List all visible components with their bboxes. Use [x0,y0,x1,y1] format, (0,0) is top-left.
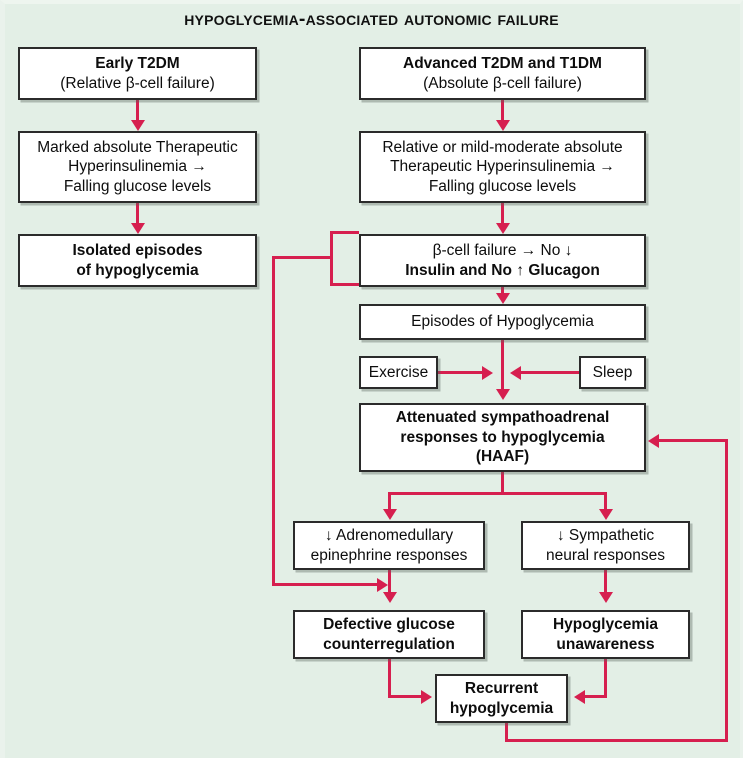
node-defective-counterregulation-line2: counterregulation [323,635,455,653]
recurrent-feedback-down [505,723,508,742]
node-early-t2dm[interactable]: Early T2DM (Relative β-cell failure) [18,47,257,100]
node-sympathetic-line2: neural responses [546,546,665,564]
arrowhead-unawareness-to-recurrent [574,689,585,704]
node-haaf[interactable]: Attenuated sympathoadrenal responses to … [359,403,646,472]
arrowhead-defective-to-recurrent [421,689,432,704]
page-title: Hypoglycemia-Associated Autonomic Failur… [184,8,559,30]
node-relative-hyperinsulinemia[interactable]: Relative or mild-moderate absolute Thera… [359,131,646,203]
node-adrenomedullary-responses[interactable]: ↓ Adrenomedullary epinephrine responses [293,521,485,570]
haaf-split-right-drop [604,492,607,512]
node-marked-hyperinsulinemia-line1: Marked absolute Therapeutic [37,138,238,156]
left-feedback-horizontal [272,583,380,586]
node-sleep-label: Sleep [592,363,633,381]
node-relative-hyperinsulinemia-line2: Therapeutic Hyperinsulinemia → [390,158,615,176]
node-sympathetic-responses[interactable]: ↓ Sympathetic neural responses [521,521,690,570]
node-marked-hyperinsulinemia[interactable]: Marked absolute Therapeutic Hyperinsulin… [18,131,257,203]
connector-relative-to-betacell [501,203,504,226]
node-isolated-episodes-line1: Isolated episodes [72,241,203,259]
arrowhead-relative-to-betacell [495,223,510,234]
connector-defective-to-recurrent-vertical [388,659,391,698]
connector-episodes-to-haaf [501,340,504,392]
node-recurrent-hypoglycemia-line2: hypoglycemia [449,699,554,717]
node-defective-counterregulation[interactable]: Defective glucose counterregulation [293,610,485,659]
node-advanced-t2dm-t1dm-line1: Advanced T2DM and T1DM [403,54,602,72]
bracket-top-stub [330,231,359,234]
arrowhead-feedback-into-haaf [648,433,659,448]
connector-adrenomedullary-to-defective [388,570,391,593]
node-isolated-episodes[interactable]: Isolated episodes of hypoglycemia [18,234,257,287]
recurrent-feedback-bottom [505,739,728,742]
connector-early-to-marked [136,100,139,123]
node-episodes-of-hypoglycemia[interactable]: Episodes of Hypoglycemia [359,304,646,340]
arrowhead-betacell-to-episodes [495,293,510,304]
node-adrenomedullary-line2: epinephrine responses [310,546,468,564]
node-recurrent-hypoglycemia[interactable]: Recurrent hypoglycemia [435,674,568,723]
bracket-bottom-stub [330,283,359,286]
node-isolated-episodes-line2: of hypoglycemia [76,261,199,279]
node-sleep[interactable]: Sleep [579,356,646,389]
node-beta-cell-failure[interactable]: β-cell failure → No ↓ Insulin and No ↑ G… [359,234,646,287]
connector-advanced-to-relative [501,100,504,123]
node-haaf-line3: (HAAF) [475,448,530,466]
node-beta-cell-failure-line1: β-cell failure → No ↓ [432,241,573,259]
node-marked-hyperinsulinemia-line2: Hyperinsulinemia → [68,158,207,176]
node-episodes-of-hypoglycemia-line1: Episodes of Hypoglycemia [411,313,594,331]
node-early-t2dm-line1: Early T2DM [95,54,180,72]
node-hypoglycemia-unawareness[interactable]: Hypoglycemia unawareness [521,610,690,659]
node-recurrent-hypoglycemia-line1: Recurrent [464,679,539,697]
node-early-t2dm-line2: (Relative β-cell failure) [60,74,215,92]
arrowhead-haaf-to-adrenomedullary [382,509,397,520]
connector-marked-to-isolated [136,203,139,226]
arrowhead-adrenomedullary-to-defective [382,592,397,603]
arrowhead-episodes-to-haaf [495,389,510,400]
arrowhead-sympathetic-to-unawareness [598,592,613,603]
arrowhead-marked-to-isolated [130,223,145,234]
connector-unawareness-to-recurrent-horizontal [580,695,607,698]
node-sympathetic-line1: ↓ Sympathetic [556,526,655,544]
node-beta-cell-failure-line2: Insulin and No ↑ Glucagon [405,261,600,279]
connector-sleep-to-trunk [514,371,579,374]
arrowhead-exercise [482,365,493,380]
node-hypoglycemia-unawareness-line1: Hypoglycemia [552,615,659,633]
recurrent-feedback-right [725,439,728,739]
node-marked-hyperinsulinemia-line3: Falling glucose levels [63,177,212,195]
haaf-split-bar [388,492,607,495]
connector-unawareness-to-recurrent-vertical [604,659,607,698]
bracket-to-feedback-horizontal [272,256,332,259]
connector-exercise-to-trunk [438,371,490,374]
node-exercise-label: Exercise [368,363,429,381]
connector-defective-to-recurrent-horizontal [388,695,424,698]
node-haaf-line1: Attenuated sympathoadrenal [395,409,610,427]
connector-sympathetic-to-unawareness [604,570,607,593]
arrowhead-advanced-to-relative [495,120,510,131]
recurrent-feedback-into-haaf [657,439,728,442]
node-advanced-t2dm-t1dm-line2: (Absolute β-cell failure) [423,74,582,92]
arrowhead-sleep [510,365,521,380]
haaf-split-left-drop [388,492,391,512]
left-feedback-vertical [272,256,275,585]
node-relative-hyperinsulinemia-line1: Relative or mild-moderate absolute [382,138,623,156]
node-defective-counterregulation-line1: Defective glucose [323,615,455,633]
arrowhead-haaf-to-sympathetic [598,509,613,520]
node-advanced-t2dm-t1dm[interactable]: Advanced T2DM and T1DM (Absolute β-cell … [359,47,646,100]
node-hypoglycemia-unawareness-line2: unawareness [556,635,655,653]
node-adrenomedullary-line1: ↓ Adrenomedullary [324,526,454,544]
node-exercise[interactable]: Exercise [359,356,438,389]
haaf-split-stem [501,472,504,494]
arrowhead-left-feedback [377,577,388,592]
node-relative-hyperinsulinemia-line3: Falling glucose levels [428,177,577,195]
node-haaf-line2: responses to hypoglycemia [400,428,605,446]
arrowhead-early-to-marked [130,120,145,131]
